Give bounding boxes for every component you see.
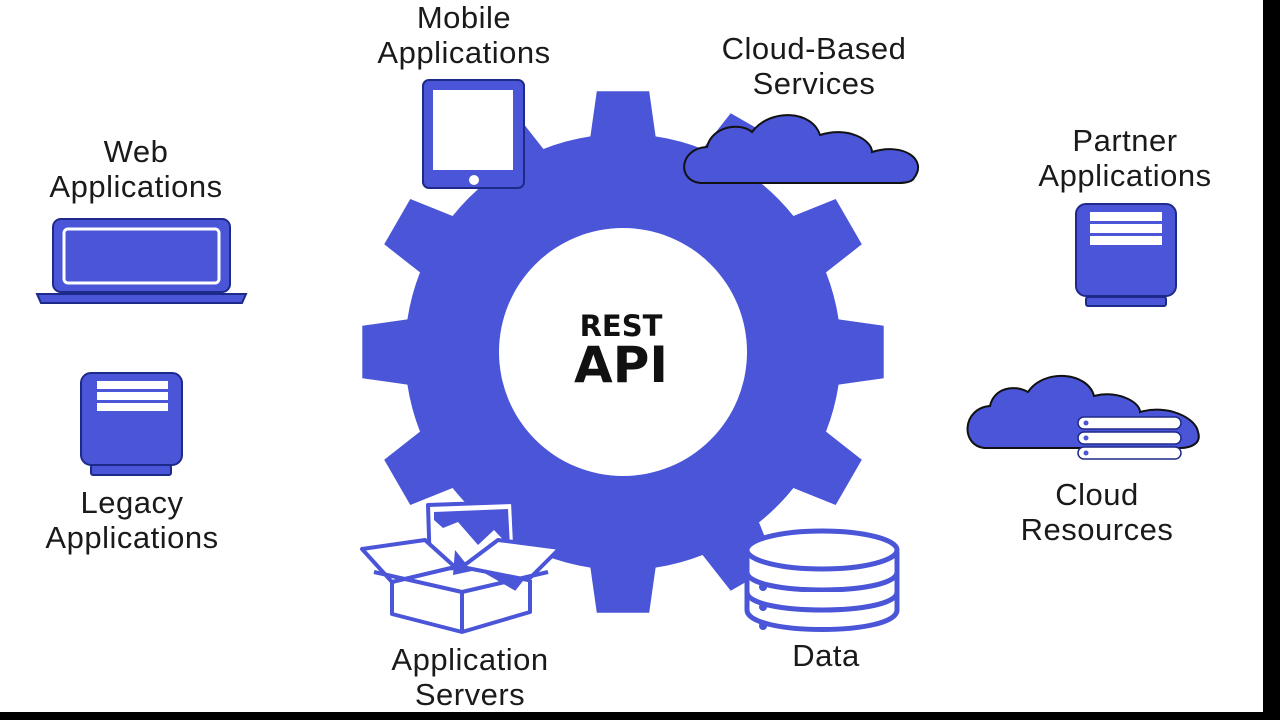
cloud-services-label-line2: Services — [752, 66, 876, 101]
app-servers-label-line1: Application — [391, 642, 549, 677]
core-title-line2: API — [574, 336, 668, 394]
partner-applications-label: Partner Applications — [985, 123, 1263, 193]
cloud-services-label: Cloud-Based Services — [660, 31, 968, 101]
gear-center-disc — [499, 228, 747, 476]
web-label-line1: Web — [103, 134, 169, 169]
cloud-services-label-line1: Cloud-Based — [721, 31, 907, 66]
cloud-storage-icon — [966, 375, 1200, 460]
open-box-icon — [360, 500, 562, 634]
mobile-label-line2: Applications — [377, 35, 551, 70]
legacy-label-line2: Applications — [45, 520, 219, 555]
cloud-icon — [683, 114, 920, 184]
diagram-graphics: REST API — [35, 79, 1200, 634]
server-icon — [80, 372, 183, 476]
data-label-line1: Data — [792, 638, 860, 673]
data-label: Data — [726, 638, 926, 673]
cloud-resources-label-line2: Resources — [1020, 512, 1174, 547]
web-label-line2: Applications — [49, 169, 223, 204]
cloud-resources-label: Cloud Resources — [953, 477, 1241, 547]
web-applications-label: Web Applications — [0, 134, 280, 204]
gear-icon: REST API — [362, 91, 884, 613]
app-servers-label-line2: Servers — [414, 677, 526, 712]
server-icon — [1075, 203, 1177, 307]
core-title-line1: REST — [580, 309, 663, 343]
database-icon — [744, 528, 900, 632]
laptop-icon — [35, 218, 248, 304]
application-servers-label: Application Servers — [326, 642, 614, 712]
diagram-canvas: REST API — [0, 0, 1263, 712]
cloud-resources-label-line1: Cloud — [1055, 477, 1139, 512]
legacy-applications-label: Legacy Applications — [0, 485, 276, 555]
partner-label-line1: Partner — [1072, 123, 1178, 158]
partner-label-line2: Applications — [1038, 158, 1212, 193]
smartphone-icon — [422, 79, 525, 189]
mobile-applications-label: Mobile Applications — [320, 0, 608, 70]
legacy-label-line1: Legacy — [80, 485, 184, 520]
mobile-label-line1: Mobile — [416, 0, 512, 35]
